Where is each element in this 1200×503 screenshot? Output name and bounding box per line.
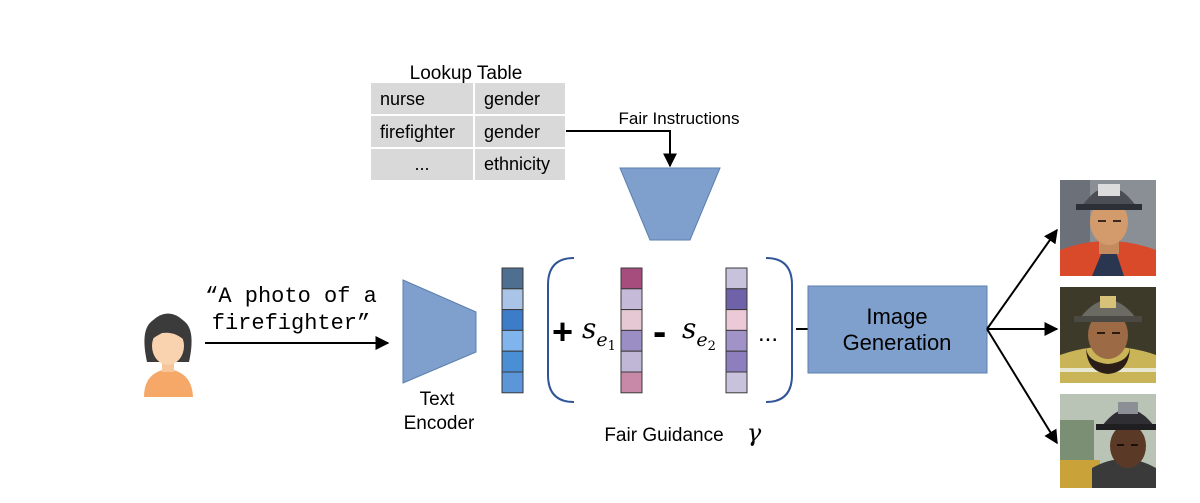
vector-cell [620, 329, 643, 352]
lookup-cell-attribute [475, 83, 565, 114]
text-encoder-label-line-1: Text [420, 389, 456, 410]
vector-cell [620, 371, 643, 394]
lookup-attribute: gender [484, 122, 540, 142]
fair-instructions-label: Fair Instructions [619, 109, 740, 128]
guidance-ellipsis: ... [758, 320, 778, 347]
lookup-table-row: ... ethnicity [371, 149, 565, 180]
fair-guidance-label: Fair Guidance [604, 425, 723, 446]
lookup-table-row: firefighter gender [371, 116, 565, 147]
output-arrow-top [986, 228, 1058, 330]
prompt-line-2: firefighter” [212, 311, 370, 336]
lookup-cell-term [371, 83, 473, 114]
lookup-table-title: Lookup Table [410, 63, 523, 84]
lookup-cell-attribute [475, 149, 565, 180]
image-generation-label-line-1: Image [866, 304, 927, 329]
vector-cell [620, 350, 643, 373]
prompt-line-1: “A photo of a [205, 284, 377, 309]
vector-cell [501, 267, 524, 290]
output-image-firefighter-1 [1060, 180, 1156, 276]
text-encoder-label-line-2: Encoder [404, 413, 475, 434]
vector-cell [725, 267, 748, 290]
vector-cell [725, 371, 748, 394]
fair-edit-vector-1 [620, 267, 643, 394]
fair-edit-vector-2 [725, 267, 748, 394]
text-encoder-shape [402, 279, 477, 384]
prompt-text: “A photo of a firefighter” [205, 284, 377, 336]
guidance-term-2: se2 [682, 312, 716, 354]
lookup-attribute: gender [484, 89, 540, 109]
guidance-term-1: se1 [582, 312, 616, 354]
vector-cell [620, 309, 643, 331]
lookup-term: firefighter [380, 122, 455, 142]
lookup-table: Lookup Table nurse gender firefighter ge… [371, 63, 565, 180]
fair-instructions-arrow [566, 130, 677, 168]
output-image-firefighter-2 [1060, 287, 1156, 383]
lookup-term: nurse [380, 89, 425, 109]
lookup-term: ... [414, 154, 429, 174]
output-arrow-bottom [986, 328, 1058, 445]
left-paren [547, 257, 575, 403]
output-image-firefighter-3 [1060, 394, 1156, 488]
minus-sign: - [653, 310, 666, 354]
vector-cell [501, 371, 524, 394]
text-encoder-label: Text Encoder [404, 389, 475, 434]
lookup-cell-term [371, 116, 473, 147]
image-generation-label-line-2: Generation [843, 330, 952, 355]
vector-cell [501, 309, 524, 331]
lookup-attribute: ethnicity [484, 154, 550, 174]
lookup-table-row: nurse gender [371, 83, 565, 114]
plus-sign: + [552, 311, 573, 352]
vector-cell [501, 288, 524, 311]
vector-cell [725, 329, 748, 352]
fair-instructions-connector: Fair Instructions [566, 109, 740, 168]
vector-cell [725, 288, 748, 311]
guidance-scale-symbol: γ [747, 419, 762, 447]
user-avatar [144, 313, 193, 397]
instruction-encoder-shape [619, 167, 721, 241]
vector-cell [620, 288, 643, 311]
image-generation-block: Image Generation [807, 285, 988, 374]
vector-cell [501, 329, 524, 352]
lookup-cell-attribute [475, 116, 565, 147]
fair-guidance-expression: + se1 - se2 ... Fair Guidance γ [547, 257, 793, 447]
vector-cell [620, 267, 643, 290]
vector-cell [501, 350, 524, 373]
text-embedding-vector [501, 267, 524, 394]
right-paren [765, 257, 793, 403]
vector-cell [725, 309, 748, 331]
lookup-cell-term [371, 149, 473, 180]
vector-cell [725, 350, 748, 373]
